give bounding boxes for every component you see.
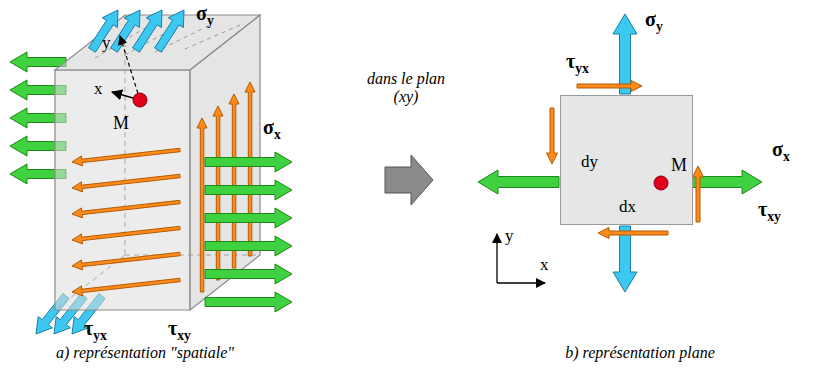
node-text: dx <box>619 198 636 217</box>
sigma-x-arrow <box>205 292 292 312</box>
tau-arrow <box>197 118 207 292</box>
point-m <box>133 93 147 107</box>
stress-label: τyx <box>566 50 589 77</box>
stress-label: y <box>505 226 514 246</box>
tau-arrow <box>72 200 180 218</box>
transition-note: dans le plan (xy) <box>358 70 454 107</box>
point-m <box>654 176 668 190</box>
stress-label: σy <box>196 2 214 29</box>
stress-label: σx <box>263 116 281 143</box>
tau-arrow <box>72 278 180 296</box>
stress-label: τxy <box>758 198 781 225</box>
stress-element-square: dy Mdx <box>560 95 693 225</box>
tau-arrow <box>72 174 180 192</box>
tau-arrow <box>693 166 704 222</box>
y-axis <box>496 234 497 283</box>
x-axis <box>497 282 545 283</box>
tau-arrow <box>72 148 180 166</box>
tau-arrow <box>245 82 255 256</box>
stress-label: x <box>540 255 549 275</box>
stress-cube: y xM <box>50 10 265 315</box>
stress-arrows <box>385 14 762 292</box>
y-axis <box>120 36 140 100</box>
caption: b) représentation plane <box>505 344 775 362</box>
sigma-x-arrow <box>205 264 292 284</box>
node-text: x <box>94 80 103 99</box>
node-text: M <box>113 114 129 134</box>
stress-label: σy <box>645 8 663 35</box>
axes <box>497 234 545 283</box>
stress-label: σx <box>772 138 790 165</box>
sigma-x-arrow <box>478 170 559 194</box>
sigma-y-arrow <box>613 226 637 292</box>
tau-arrow <box>72 226 180 244</box>
cube-face <box>55 70 190 310</box>
tau-arrow <box>547 108 558 164</box>
tau-arrow <box>72 252 180 270</box>
stress-label: τxy <box>168 317 191 344</box>
sigma-x-arrow <box>205 180 292 200</box>
sigma-x-arrow <box>205 152 292 172</box>
caption: a) représentation "spatiale" <box>10 344 280 362</box>
node-text: M <box>671 156 687 176</box>
hatch <box>185 25 240 49</box>
stress-label: τyx <box>84 317 107 344</box>
tau-arrow <box>577 81 642 92</box>
transition-arrow <box>385 155 433 205</box>
node-text: dy <box>581 153 598 172</box>
tau-arrow <box>598 228 668 239</box>
sigma-x-arrow <box>205 236 292 256</box>
node-text: y <box>102 34 111 53</box>
cube-drawing <box>50 10 265 315</box>
sigma-x-arrow <box>205 208 292 228</box>
sigma-y-arrow <box>155 10 184 52</box>
